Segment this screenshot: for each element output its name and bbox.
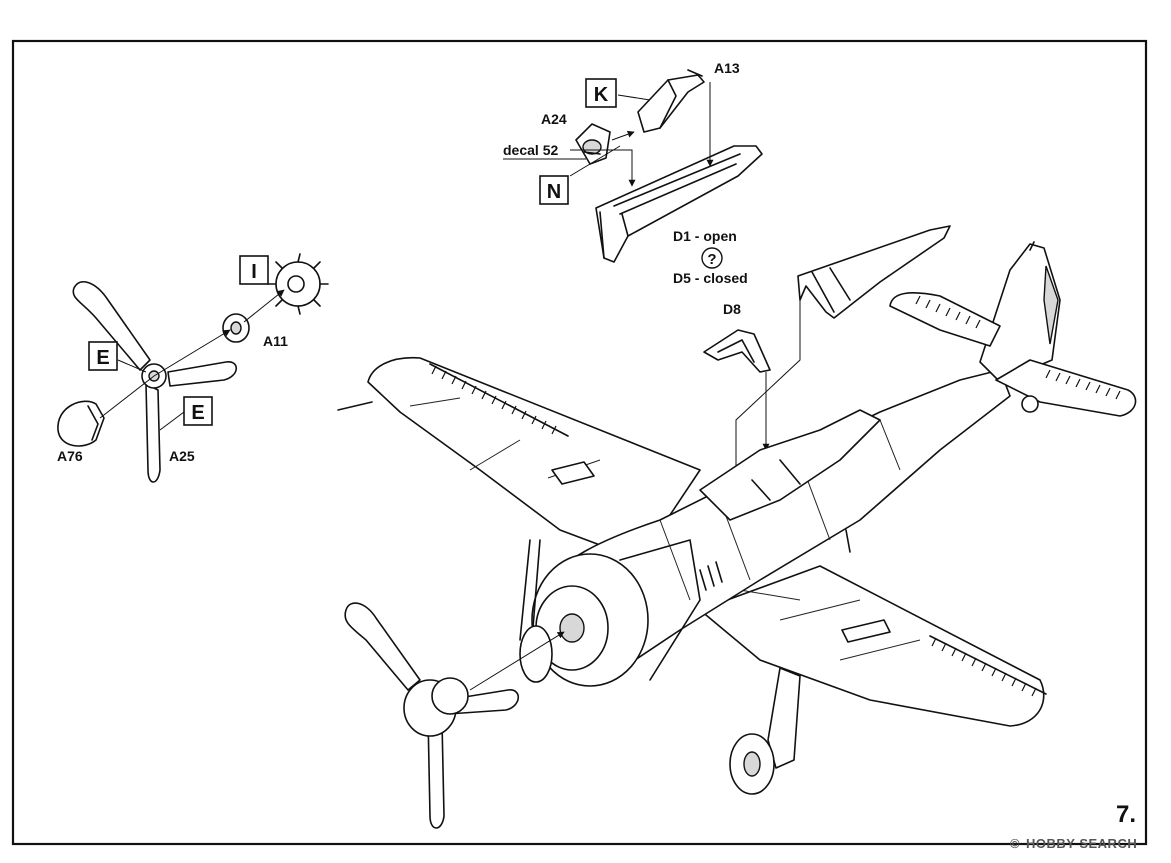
label-decal: decal 52 (503, 142, 558, 158)
right-wing (699, 565, 1045, 727)
box-n (539, 175, 569, 205)
page-border (11, 39, 1148, 846)
cockpit (699, 409, 881, 521)
label-a76: A76 (57, 448, 83, 464)
label-i: I (251, 261, 257, 283)
label-n: N (547, 181, 561, 203)
watermark-symbol: © (1010, 836, 1020, 851)
label-d5-closed: D5 - closed (673, 270, 748, 286)
label-a11: A11 (263, 333, 288, 349)
label-question: ? (707, 251, 716, 268)
prop-blade-upper (72, 280, 151, 371)
canopy-frame (595, 145, 763, 263)
part-i-fan (267, 253, 329, 315)
watermark: © HOBBY SEARCH (1010, 836, 1137, 851)
label-d8: D8 (723, 301, 741, 317)
sliding-hood (797, 225, 951, 319)
label-e-left: E (96, 347, 109, 369)
label-k: K (594, 84, 609, 106)
box-i (239, 255, 269, 285)
right-aileron (929, 635, 1047, 697)
installed-propeller (344, 602, 565, 829)
prop-blade-lower (145, 383, 161, 483)
part-a11 (222, 313, 250, 343)
engine-cowling (531, 539, 701, 687)
canopy-subassembly (569, 69, 763, 263)
label-a25: A25 (169, 448, 195, 464)
label-a24: A24 (541, 111, 567, 127)
part-a24 (575, 123, 611, 165)
question-circle (701, 247, 723, 269)
part-a13 (637, 69, 705, 133)
landing-gear (519, 529, 851, 795)
prop-blade-right (167, 361, 238, 387)
part-d8 (703, 300, 801, 481)
label-d1-open: D1 - open (673, 228, 737, 244)
left-stabilizer (889, 292, 1001, 347)
label-a13: A13 (714, 60, 740, 76)
watermark-text: HOBBY SEARCH (1026, 836, 1137, 851)
propeller-subassembly (57, 253, 329, 483)
label-e-right: E (191, 402, 204, 424)
aircraft-fw190 (337, 241, 1137, 829)
left-wing (367, 356, 701, 561)
box-e-right (183, 396, 213, 426)
left-aileron (429, 363, 569, 437)
box-e-left (88, 341, 118, 371)
step-number: 7. (1116, 801, 1136, 828)
box-k (585, 78, 617, 108)
right-stabilizer (995, 359, 1137, 417)
